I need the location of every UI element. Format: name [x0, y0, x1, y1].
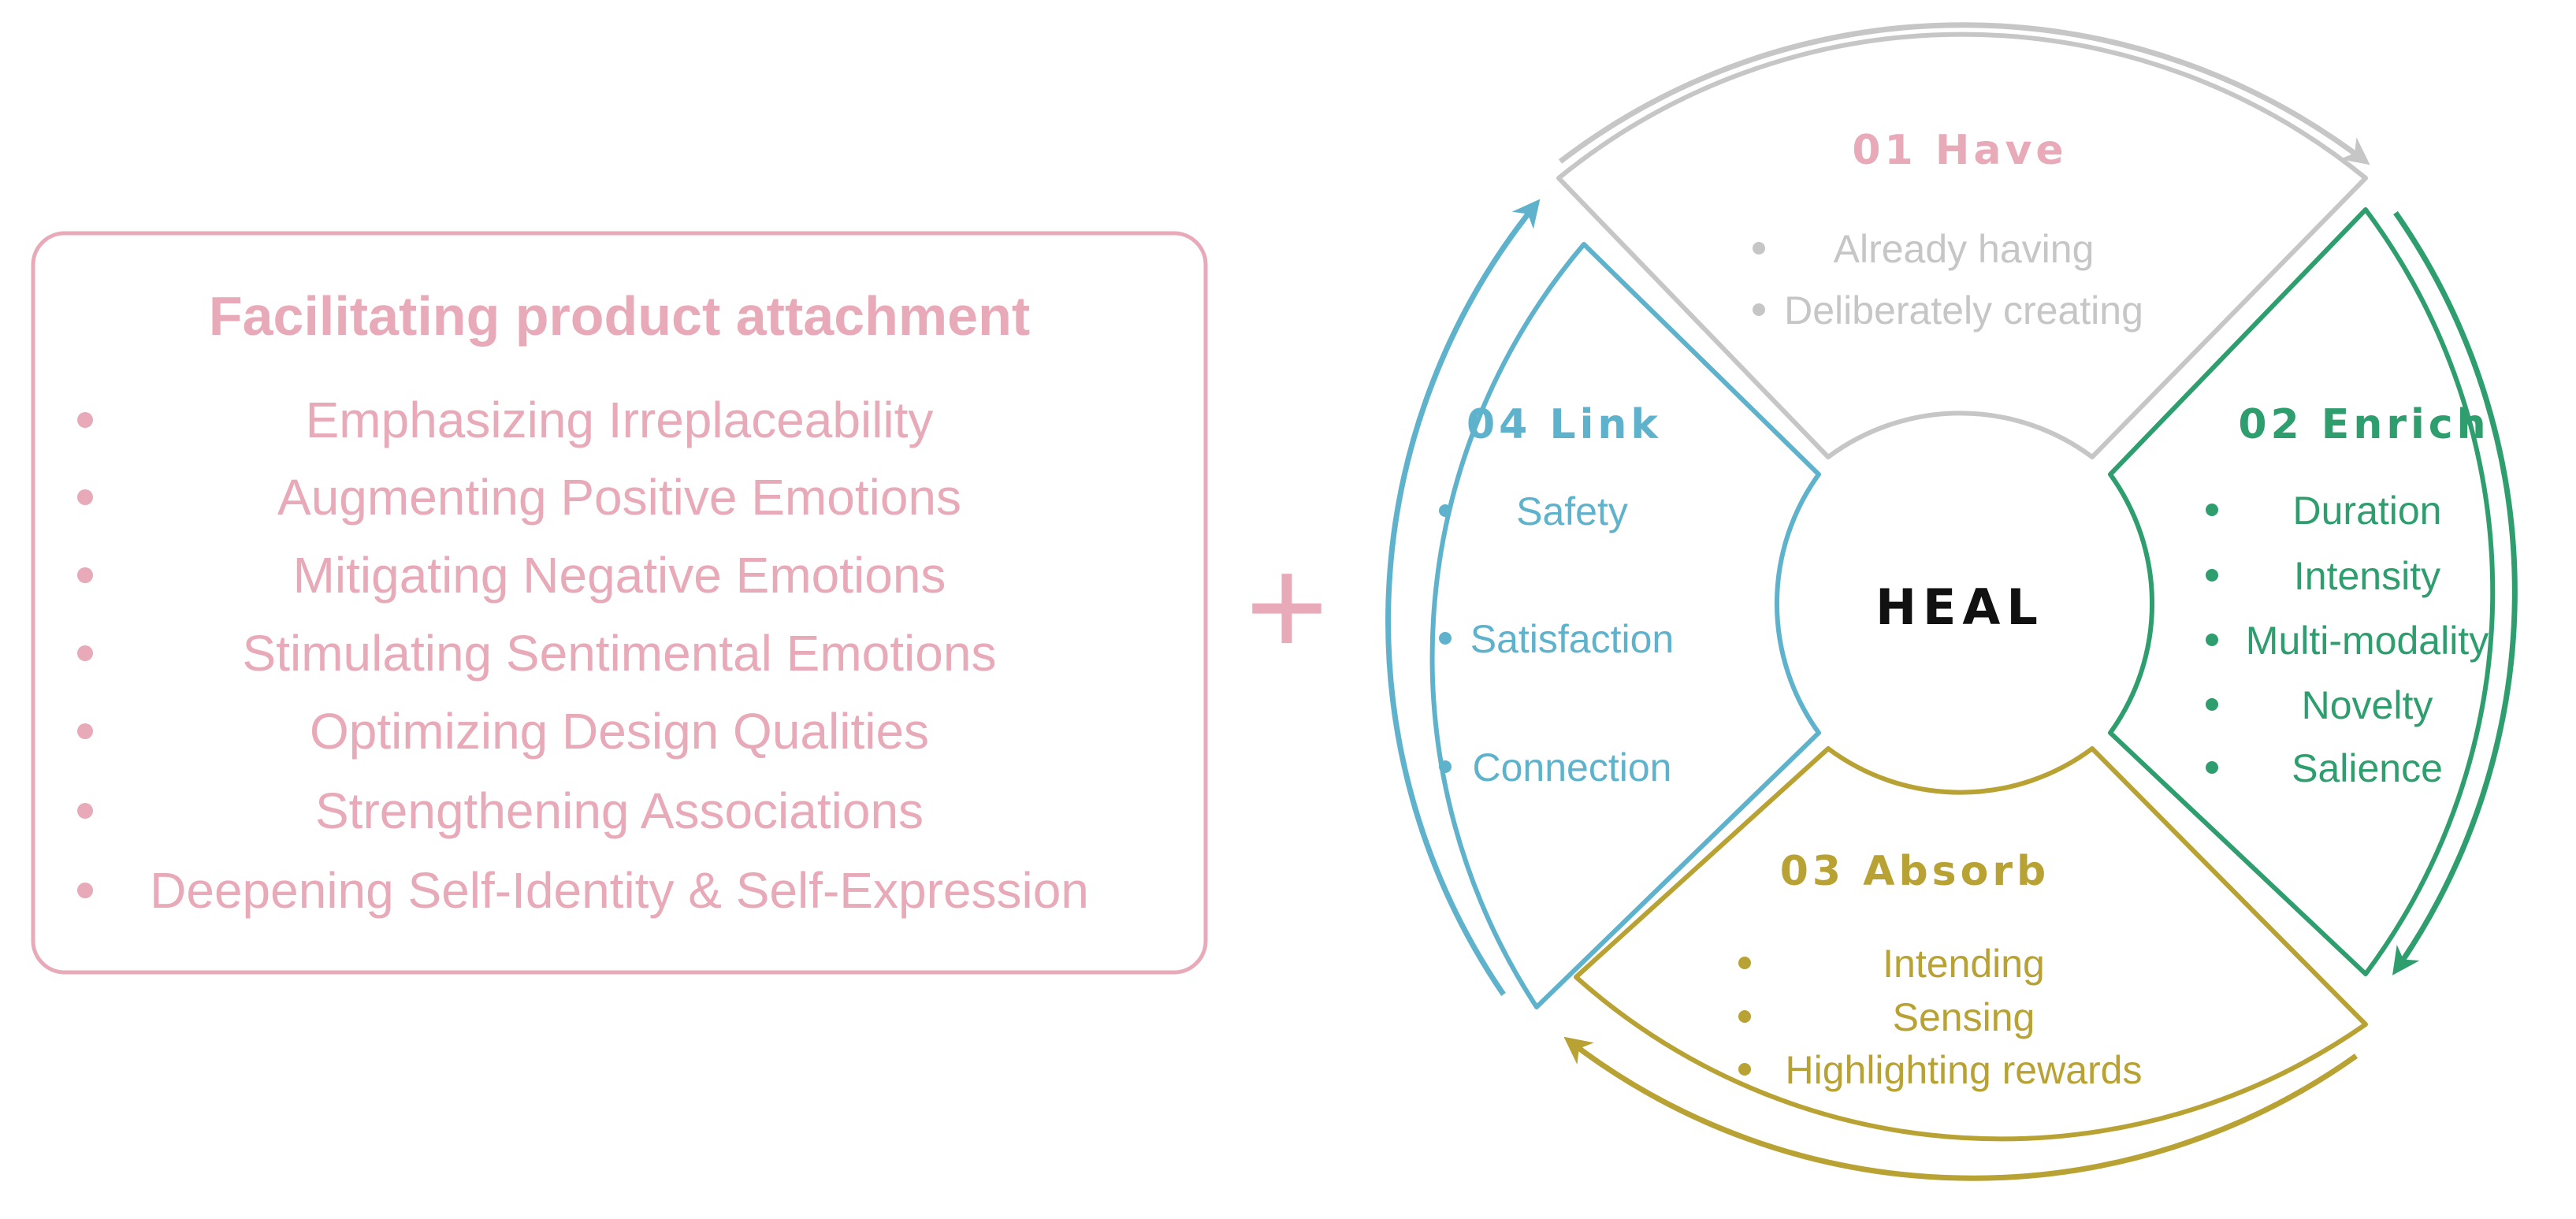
plus-sign: + [1245, 528, 1328, 686]
attachment-item-label: Augmenting Positive Emotions [277, 469, 961, 526]
section-have-title: 01 Have [1852, 127, 2067, 174]
section-link-item: Safety [1516, 489, 1628, 533]
section-enrich-item: Salience [2292, 746, 2443, 790]
attachment-item: Stimulating Sentimental Emotions [77, 625, 996, 682]
bullet-dot [2206, 698, 2218, 711]
bullet-dot [2206, 761, 2218, 774]
attachment-item: Deepening Self-Identity & Self-Expressio… [77, 862, 1089, 919]
attachment-item: Mitigating Negative Emotions [77, 547, 946, 604]
attachment-box-frame [31, 231, 1208, 975]
section-enrich-item: Intensity [2294, 554, 2440, 598]
bullet-dot [1439, 760, 1452, 773]
heal-diagram: 01 Have Already having Deliberately crea… [1385, 22, 2518, 1181]
section-absorb-item: Intending [1883, 942, 2045, 986]
bullet-dot [77, 803, 93, 819]
bullet-dot [2206, 634, 2218, 646]
bullet-dot [77, 723, 93, 739]
section-enrich-item: Novelty [2302, 683, 2433, 727]
attachment-item-label: Strengthening Associations [315, 782, 924, 839]
attachment-item: Strengthening Associations [77, 782, 924, 839]
section-link-item: Connection [1473, 745, 1672, 790]
attachment-item: Emphasizing Irreplaceability [77, 392, 933, 448]
attachment-item-label: Mitigating Negative Emotions [293, 547, 946, 604]
bullet-dot [77, 883, 93, 898]
section-enrich-outline [2108, 207, 2496, 976]
attachment-item-label: Emphasizing Irreplaceability [306, 392, 934, 448]
section-absorb-item: Highlighting rewards [1785, 1048, 2142, 1092]
attachment-item-label: Deepening Self-Identity & Self-Expressio… [150, 862, 1089, 919]
section-absorb: 03 Absorb Intending Sensing Highlighting… [1563, 746, 2368, 1181]
attachment-item: Augmenting Positive Emotions [77, 469, 961, 526]
section-absorb-title: 03 Absorb [1780, 848, 2050, 895]
attachment-item-label: Optimizing Design Qualities [310, 703, 929, 760]
section-link-item: Satisfaction [1470, 617, 1674, 661]
bullet-dot [2206, 569, 2218, 582]
bullet-dot [1439, 632, 1452, 645]
bullet-dot [1753, 242, 1765, 255]
section-have: 01 Have Already having Deliberately crea… [1556, 22, 2370, 459]
bullet-dot [2206, 504, 2218, 516]
enrich-arrow [2392, 210, 2518, 976]
attachment-box: Facilitating product attachment Emphasiz… [31, 231, 1208, 975]
section-have-item: Already having [1834, 227, 2095, 271]
attachment-item-label: Stimulating Sentimental Emotions [243, 625, 997, 682]
bullet-dot [1738, 957, 1751, 969]
section-absorb-item: Sensing [1893, 995, 2035, 1039]
section-link: 04 Link Safety Satisfaction Connection [1385, 199, 1821, 1009]
bullet-dot [1738, 1063, 1751, 1076]
link-arrow [1385, 199, 1541, 996]
section-absorb-outline [1574, 746, 2368, 1142]
absorb-arrow [1563, 1036, 2359, 1181]
section-have-outline [1556, 32, 2368, 459]
bullet-dot [1439, 504, 1452, 517]
section-link-title: 04 Link [1466, 401, 1662, 448]
section-enrich-item: Duration [2293, 489, 2442, 533]
bullet-dot [77, 645, 93, 661]
section-enrich-title: 02 Enrich [2238, 401, 2489, 448]
section-enrich-item: Multi-modality [2246, 619, 2489, 663]
section-enrich: 02 Enrich Duration Intensity Multi-modal… [2108, 207, 2518, 976]
attachment-item: Optimizing Design Qualities [77, 703, 929, 760]
have-arrow [1558, 22, 2370, 165]
bullet-dot [77, 567, 93, 583]
bullet-dot [77, 412, 93, 428]
attachment-box-title: Facilitating product attachment [209, 285, 1030, 347]
section-link-outline [1429, 242, 1821, 1009]
heal-center-label: HEAL [1875, 578, 2044, 636]
bullet-dot [1738, 1010, 1751, 1023]
section-have-item: Deliberately creating [1784, 288, 2143, 333]
bullet-dot [77, 489, 93, 505]
bullet-dot [1753, 303, 1765, 316]
